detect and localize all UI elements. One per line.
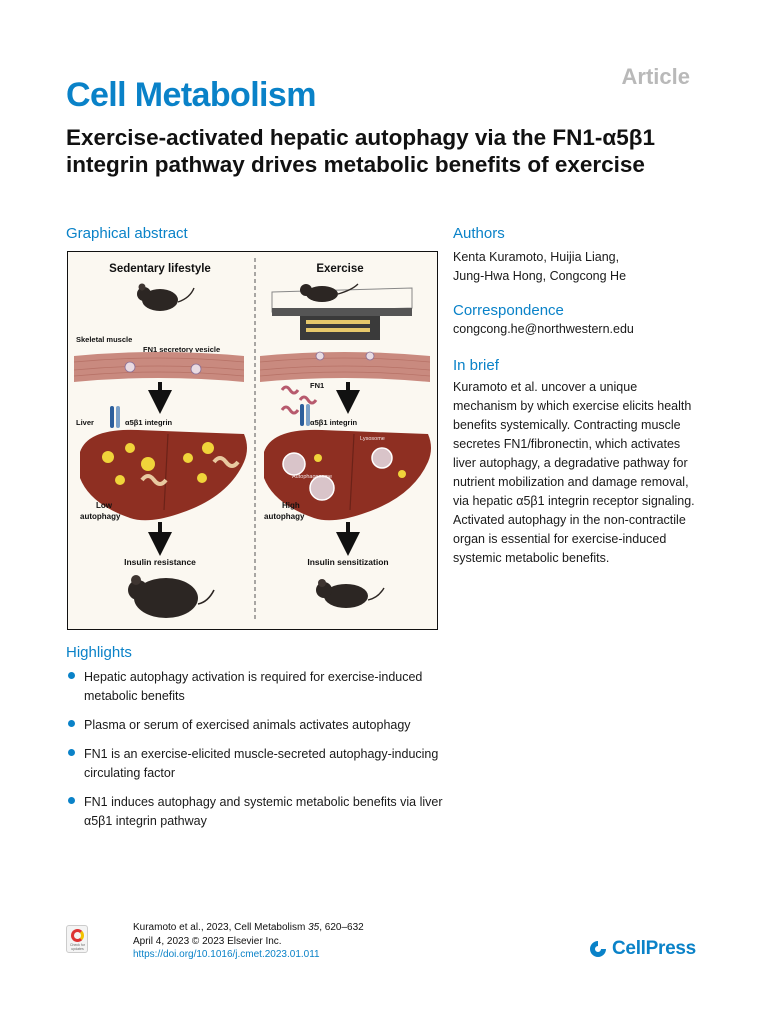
graphical-abstract-illustration: Sedentary lifestyle Skeletal muscle FN1 …: [73, 258, 431, 622]
liver-right: [264, 429, 431, 521]
in-brief-text: Kuramoto et al. uncover a unique mechani…: [453, 380, 695, 565]
integrin-receptor-left: [110, 406, 120, 428]
insulin-sensitization-label: Insulin sensitization: [307, 557, 388, 567]
fn1-protein-icon: [280, 385, 318, 415]
bullet-icon: [68, 672, 75, 679]
integrin-receptor-right: [300, 404, 310, 426]
correspondence-heading: Correspondence: [453, 302, 564, 319]
highlights-heading: Highlights: [66, 644, 132, 661]
liver-left: [80, 429, 247, 521]
fn1-vesicle-label: FN1 secretory vesicle: [143, 345, 220, 354]
highlight-text: FN1 is an exercise-elicited muscle-secre…: [84, 747, 439, 780]
doi-link[interactable]: https://doi.org/10.1016/j.cmet.2023.01.0…: [133, 949, 320, 960]
highlight-text: Plasma or serum of exercised animals act…: [84, 718, 411, 732]
date-copyright-line: April 4, 2023 © 2023 Elsevier Inc.: [133, 935, 282, 947]
in-brief-heading: In brief: [453, 357, 499, 374]
highlight-text: Hepatic autophagy activation is required…: [84, 670, 423, 703]
autophagosome-label: Autophagosome: [292, 474, 332, 480]
authors-list: Kenta Kuramoto, Huijia Liang, Jung-Hwa H…: [453, 248, 693, 286]
correspondence-email[interactable]: congcong.he@northwestern.edu: [453, 322, 634, 336]
integrin-label-left: α5β1 integrin: [125, 418, 173, 427]
high-autophagy-label-2: autophagy: [264, 512, 305, 521]
cellpress-logo[interactable]: CellPress: [588, 938, 696, 960]
authors-line-2: Jung-Hwa Hong, Congcong He: [453, 269, 627, 283]
exercising-mouse-icon: [300, 283, 359, 302]
volume: 35: [308, 922, 320, 933]
authors-line-1: Kenta Kuramoto, Huijia Liang,: [453, 250, 620, 264]
low-autophagy-label-1: Low: [96, 501, 113, 510]
cellpress-logo-icon: [590, 941, 606, 957]
sedentary-title: Sedentary lifestyle: [109, 263, 211, 275]
highlight-text: FN1 induces autophagy and systemic metab…: [84, 795, 443, 828]
lysosome-label: Lysosome: [360, 436, 385, 442]
bullet-icon: [68, 720, 75, 727]
integrin-label-right: α5β1 integrin: [310, 418, 358, 427]
check-for-updates-button[interactable]: Check for updates: [66, 925, 88, 953]
highlight-item: FN1 is an exercise-elicited muscle-secre…: [66, 745, 446, 783]
bullet-icon: [68, 749, 75, 756]
sedentary-mouse-icon: [137, 283, 195, 311]
highlight-item: FN1 induces autophagy and systemic metab…: [66, 793, 446, 831]
high-autophagy-label-1: High: [282, 501, 300, 510]
bullet-icon: [68, 797, 75, 804]
low-autophagy-label-2: autophagy: [80, 512, 121, 521]
citation-line: Kuramoto et al., 2023, Cell Metabolism 3…: [133, 922, 364, 933]
skeletal-muscle-right: [259, 351, 431, 382]
crossmark-text: Check for updates: [70, 943, 85, 951]
article-type-label: Article: [621, 64, 690, 89]
journal-name[interactable]: Cell Metabolism: [66, 76, 316, 114]
highlight-item: Plasma or serum of exercised animals act…: [66, 716, 446, 735]
highlight-item: Hepatic autophagy activation is required…: [66, 668, 446, 706]
highlights-list: Hepatic autophagy activation is required…: [66, 668, 446, 841]
liver-label: Liver: [76, 418, 94, 427]
exercise-title: Exercise: [316, 263, 363, 275]
publisher-name: CellPress: [612, 938, 696, 959]
citation-block: Kuramoto et al., 2023, Cell Metabolism 3…: [133, 921, 364, 962]
graphical-abstract-heading: Graphical abstract: [66, 225, 188, 242]
authors-heading: Authors: [453, 225, 505, 242]
skeletal-muscle-label: Skeletal muscle: [76, 335, 132, 344]
insulin-resistance-label: Insulin resistance: [124, 557, 196, 567]
crossmark-icon: [71, 929, 84, 942]
treadmill-icon: [271, 287, 413, 340]
fn1-label: FN1: [310, 381, 324, 390]
obese-mouse-icon: [128, 575, 215, 618]
article-title: Exercise-activated hepatic autophagy via…: [66, 125, 656, 177]
graphical-abstract-figure: Sedentary lifestyle Skeletal muscle FN1 …: [67, 251, 438, 630]
lean-mouse-icon: [316, 579, 385, 608]
skeletal-muscle-left: [73, 352, 245, 382]
